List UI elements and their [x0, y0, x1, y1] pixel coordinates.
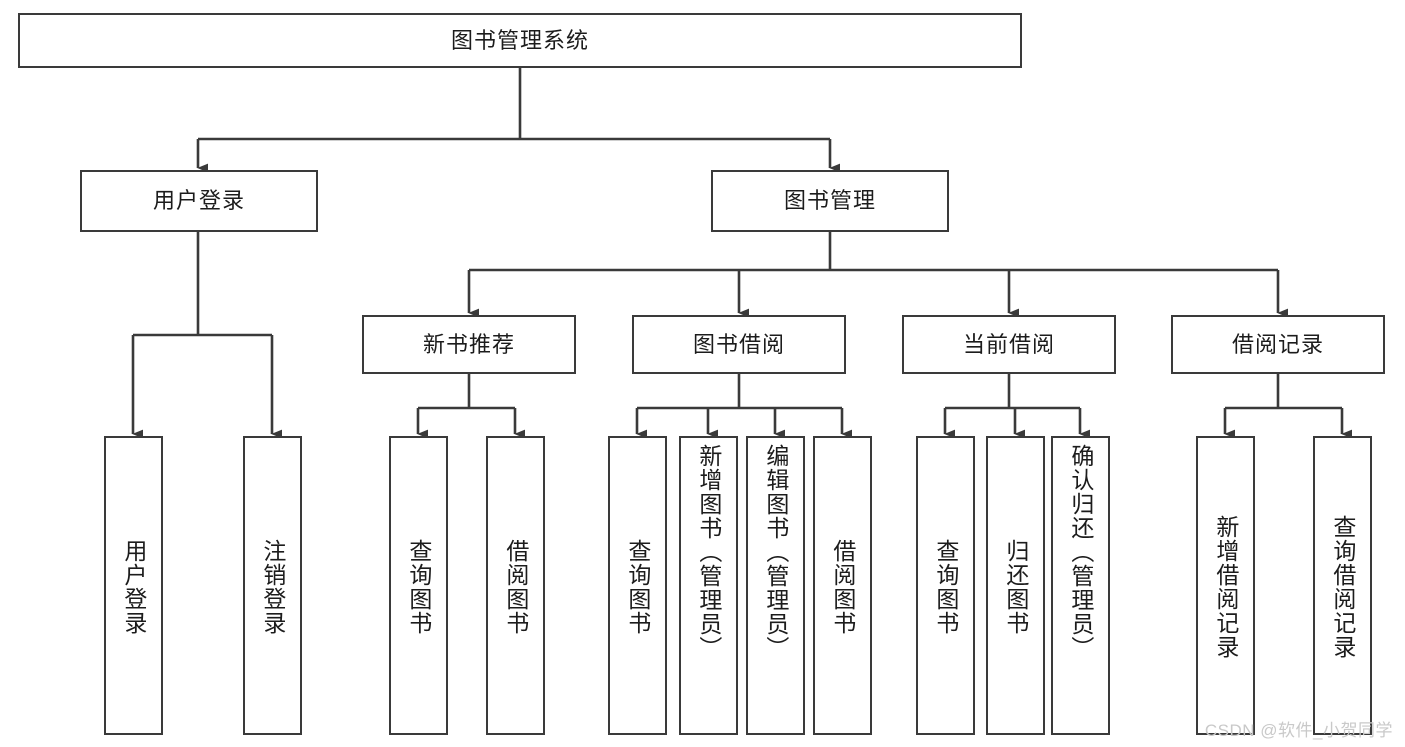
node-leaf-borrow-borrow-book-label: 借阅图书	[829, 538, 856, 635]
node-root-book-management-system[interactable]: 图书管理系统	[18, 13, 1022, 68]
node-leaf-borrow-edit-book-admin[interactable]: 编辑图书（管理员）	[746, 436, 805, 735]
node-leaf-logout[interactable]: 注销登录	[243, 436, 302, 735]
node-leaf-record-add-record[interactable]: 新增借阅记录	[1196, 436, 1255, 735]
node-book-borrow-label: 图书借阅	[692, 331, 785, 357]
node-leaf-current-return-book-label: 归还图书	[1002, 538, 1029, 635]
node-borrow-record[interactable]: 借阅记录	[1171, 315, 1385, 374]
node-borrow-record-label: 借阅记录	[1231, 331, 1324, 357]
node-leaf-current-return-book[interactable]: 归还图书	[986, 436, 1045, 735]
node-leaf-record-add-record-label: 新增借阅记录	[1212, 514, 1239, 659]
node-leaf-borrow-edit-book-admin-label: 编辑图书（管理员）	[762, 444, 789, 660]
node-user-login[interactable]: 用户登录	[80, 170, 318, 232]
node-leaf-borrow-query-book-label: 查询图书	[624, 538, 651, 635]
node-leaf-logout-label: 注销登录	[259, 538, 286, 635]
node-current-borrow[interactable]: 当前借阅	[902, 315, 1116, 374]
node-leaf-record-query-record-label: 查询借阅记录	[1329, 514, 1356, 659]
node-current-borrow-label: 当前借阅	[962, 331, 1055, 357]
node-leaf-record-query-record[interactable]: 查询借阅记录	[1313, 436, 1372, 735]
node-leaf-newbook-borrow-book-label: 借阅图书	[502, 538, 529, 635]
node-leaf-borrow-query-book[interactable]: 查询图书	[608, 436, 667, 735]
node-leaf-borrow-add-book-admin-label: 新增图书（管理员）	[695, 444, 722, 660]
node-leaf-borrow-add-book-admin[interactable]: 新增图书（管理员）	[679, 436, 738, 735]
node-leaf-current-query-book-label: 查询图书	[932, 538, 959, 635]
node-leaf-current-confirm-return-admin-label: 确认归还（管理员）	[1067, 444, 1094, 660]
node-book-management-label: 图书管理	[783, 188, 876, 213]
node-new-book-recommend-label: 新书推荐	[422, 331, 515, 357]
node-leaf-newbook-borrow-book[interactable]: 借阅图书	[486, 436, 545, 735]
node-new-book-recommend[interactable]: 新书推荐	[362, 315, 576, 374]
node-leaf-user-login-label: 用户登录	[120, 538, 147, 635]
node-leaf-current-query-book[interactable]: 查询图书	[916, 436, 975, 735]
node-leaf-current-confirm-return-admin[interactable]: 确认归还（管理员）	[1051, 436, 1110, 735]
node-root-label: 图书管理系统	[450, 27, 589, 53]
node-book-management[interactable]: 图书管理	[711, 170, 949, 232]
node-book-borrow[interactable]: 图书借阅	[632, 315, 846, 374]
node-leaf-newbook-query-book-label: 查询图书	[405, 538, 432, 635]
node-leaf-borrow-borrow-book[interactable]: 借阅图书	[813, 436, 872, 735]
node-user-login-label: 用户登录	[152, 188, 245, 213]
node-leaf-newbook-query-book[interactable]: 查询图书	[389, 436, 448, 735]
node-leaf-user-login[interactable]: 用户登录	[104, 436, 163, 735]
